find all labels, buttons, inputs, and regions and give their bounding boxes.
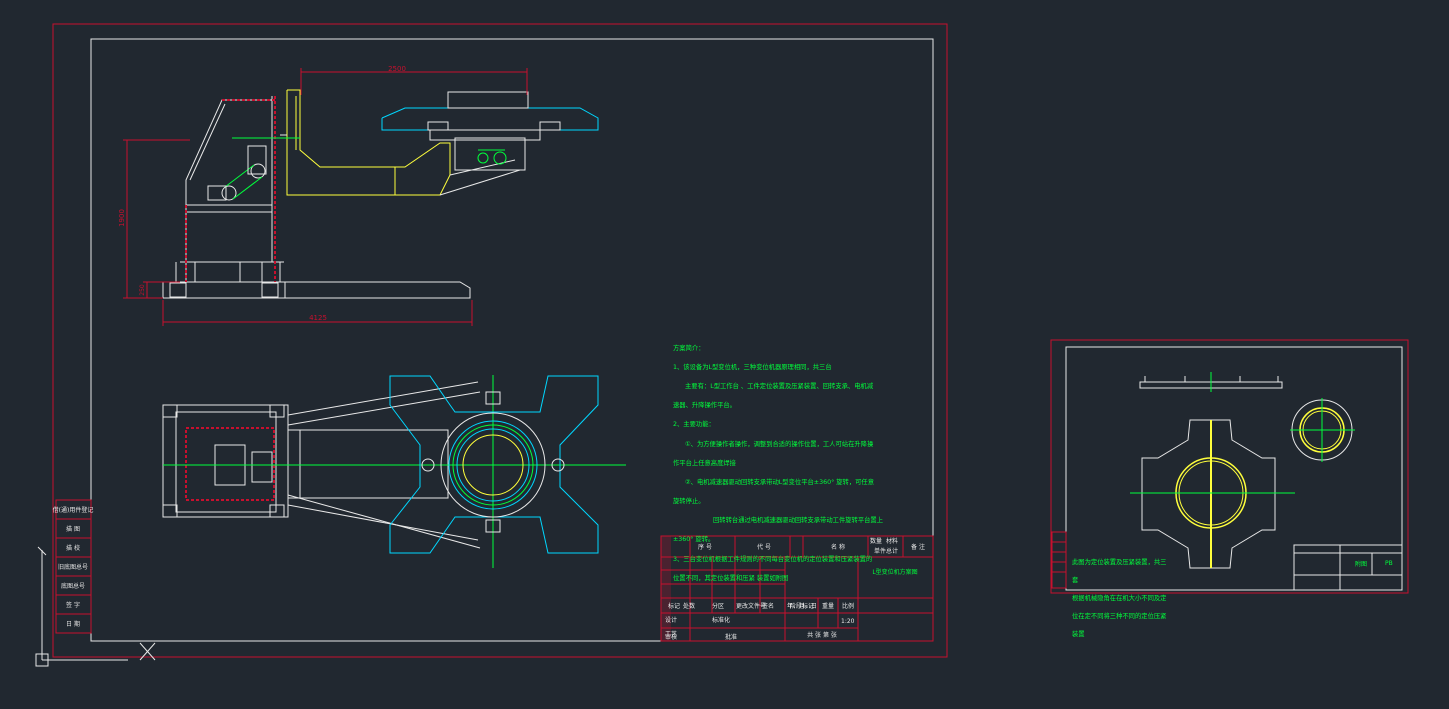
left-title-block [55, 499, 92, 634]
main-note-line: 主要有：L型工作台 、工件定位装置及压紧装置、回转支承、电机减 [685, 382, 874, 390]
main-note-line: 作平台上任意高度焊接 [673, 459, 736, 467]
tb-row-count: 处数 [683, 602, 695, 610]
main-note-line: 3、三台变位机根据工件规则的不同每台变位机的定位装置和压紧装置的 [673, 555, 873, 563]
ltb-4: 底图总号 [61, 582, 85, 590]
tb-review: 审核 [665, 633, 677, 641]
sheet1-inner-frame [90, 38, 934, 642]
tb-standard: 标准化 [712, 616, 730, 624]
tb-weight: 重量 [822, 602, 834, 610]
tb-design: 设计 [665, 616, 677, 624]
side-note-line: 位在定不同将三种不同的定位压紧 [1072, 613, 1167, 620]
tb-sheets: 共 张 第 张 [807, 631, 837, 639]
side-note-line: 此图为定位装置及压紧装置，共三 [1072, 559, 1167, 566]
sheet1-outer-frame [52, 23, 948, 658]
side-title-block [1293, 544, 1403, 591]
main-note-line: ②、电机减速器驱动回转支承带动L型变位平台±360° 旋转，可任意 [685, 478, 875, 486]
side-notes: 此图为定位装置及压紧装置，共三 套 根据机械隐角在在机大小不同及定 位在定不同将… [1072, 549, 1190, 648]
dimension-lines [123, 68, 528, 326]
rotary-table-circles [421, 391, 565, 533]
tb-header-code: 代 号 [757, 543, 771, 551]
ltb-5: 签 字 [66, 601, 80, 609]
side-note-line: 根据机械隐角在在机大小不同及定 [1072, 595, 1167, 602]
tb-row-mark: 标记 [668, 602, 680, 610]
tb-row-doc: 更改文件号 [736, 602, 766, 610]
stb-drawing-name: 附图 [1355, 560, 1367, 568]
tb-row-date: 年、月、日 [787, 602, 817, 610]
tb-header-qty: 数量 [870, 537, 882, 545]
side-title-block-text: 附图 PB [1355, 560, 1393, 568]
main-note-line: 旋转停止。 [673, 498, 705, 506]
tb-header-material: 材料 [886, 537, 898, 545]
ltb-1: 描 图 [66, 525, 80, 533]
sheet2-outer-frame [1050, 339, 1409, 594]
tb-header-remark: 备 注 [911, 543, 925, 551]
side-left-strip [1051, 531, 1067, 589]
plan-dashed-frame [185, 427, 275, 501]
main-note-line: 2、主要功能： [673, 421, 715, 429]
cross-fixture-outline [389, 375, 599, 554]
tb-scale: 1:20 [841, 618, 855, 625]
tb-header-name: 名 称 [831, 543, 845, 551]
tb-ratio: 比例 [842, 602, 854, 610]
dim-base-length: 4125 [309, 314, 327, 322]
ltb-3: 旧底图总号 [58, 563, 88, 571]
main-note-line: 速器、升降操作平台。 [673, 402, 736, 410]
dim-top-width: 2500 [388, 65, 406, 73]
stb-code: PB [1385, 560, 1393, 567]
tb-stage: 阶段标记 [790, 602, 814, 610]
sheet2-cross-fixture [1141, 419, 1276, 569]
ucs-icon [35, 546, 156, 667]
main-title-block [660, 535, 934, 642]
tb-approve: 批准 [725, 633, 737, 641]
title-block-text: 序 号 代 号 名 称 数量 材料 单件 总计 备 注 L型变位机方案图 标记 … [665, 537, 925, 641]
ltb-0: 借(通)用件登记 [53, 506, 94, 514]
main-note-line: 回转转台通过电机减速器驱动回转支承带动工件旋转平台置上 [713, 517, 884, 525]
ltb-6: 日 期 [66, 620, 80, 628]
main-note-line: ±360° 旋转。 [673, 536, 715, 544]
tb-row-zone: 分区 [712, 602, 724, 610]
tb-header-single: 单件 [874, 547, 886, 555]
dim-base-height: 250 [139, 284, 146, 296]
side-note-line: 装置 [1072, 631, 1085, 638]
ltb-2: 描 校 [66, 544, 80, 552]
sheet2-inner-frame [1065, 346, 1403, 591]
tb-row-sign: 签名 [762, 602, 774, 610]
tb-header-total: 总计 [886, 547, 898, 555]
tb-process: 工艺 [665, 630, 677, 638]
left-title-block-text: 借(通)用件登记 描 图 描 校 旧底图总号 底图总号 签 字 日 期 [53, 506, 94, 628]
side-note-line: 套 [1072, 577, 1079, 584]
main-note-line: ①、为方便操作者操作，调整到合适的操作位置，工人可站在升降操 [685, 440, 874, 448]
dim-height: 1900 [118, 209, 126, 227]
main-note-line: 位置不同，其定位装置和压紧 装置如附图 [673, 574, 789, 582]
main-note-line: 1、该设备为L型变位机，三种变位机器原理相同，共三台 [673, 363, 832, 371]
main-notes: 方案简介： 1、该设备为L型变位机，三种变位机器原理相同，共三台 主要有：L型工… [673, 334, 923, 593]
main-notes-title: 方案简介： [673, 344, 705, 352]
tb-header-no: 序 号 [698, 543, 712, 551]
tb-drawing-name: L型变位机方案图 [872, 568, 917, 576]
plan-view [162, 381, 481, 549]
side-view [162, 89, 599, 299]
